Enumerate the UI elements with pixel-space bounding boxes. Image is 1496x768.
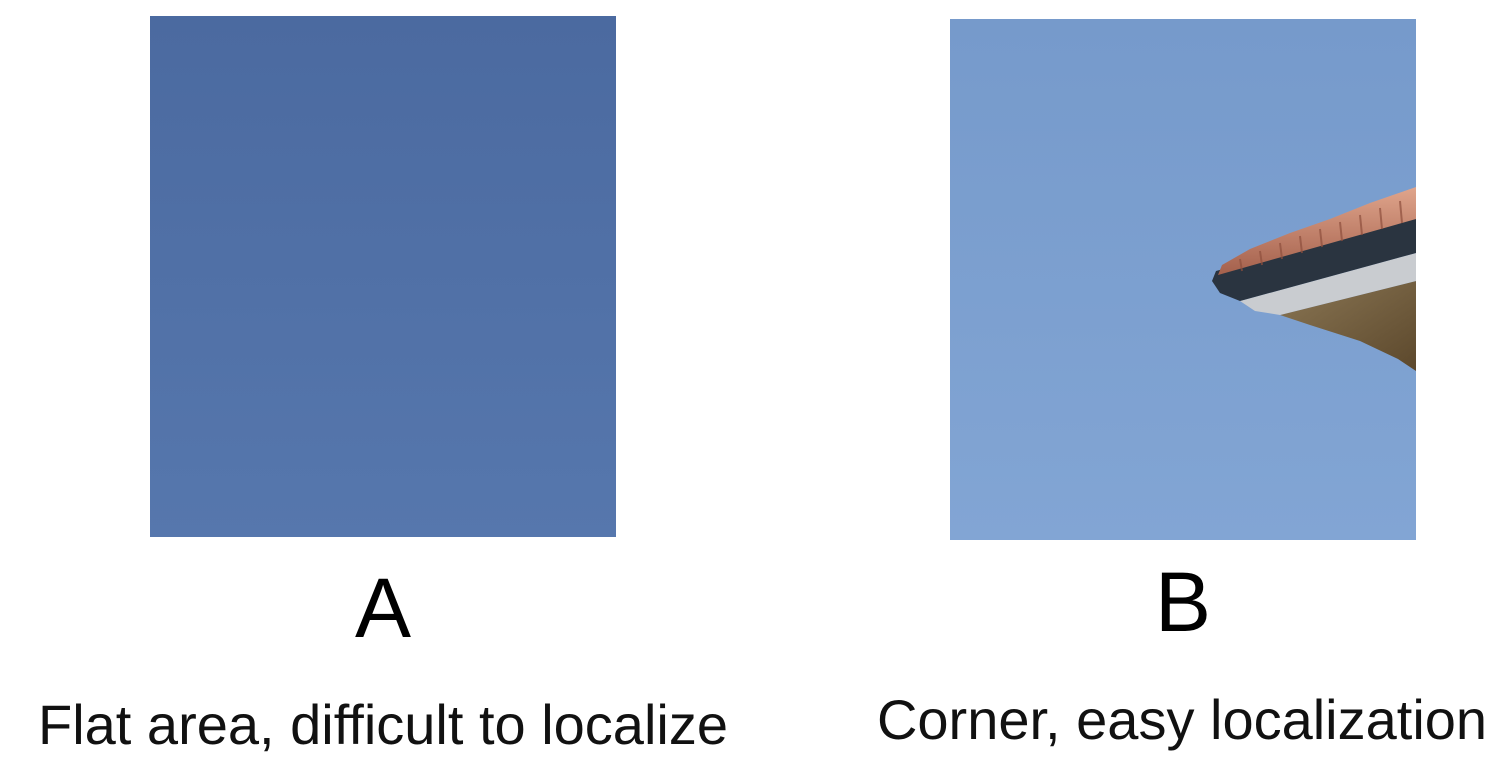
eave-underside xyxy=(1280,281,1416,371)
label-a: A xyxy=(354,561,412,655)
label-b: B xyxy=(1154,555,1212,649)
caption-a: Flat area, difficult to localize xyxy=(38,693,728,756)
flat-sky-region xyxy=(150,16,616,537)
patch-b-image xyxy=(950,19,1416,540)
roof-fascia xyxy=(1240,253,1416,315)
caption-b: Corner, easy localization xyxy=(876,688,1488,751)
roof-tiles xyxy=(1218,187,1416,275)
roof-tile-texture xyxy=(1239,200,1403,272)
patch-a-image xyxy=(150,16,616,537)
patch-a-flat-area xyxy=(150,16,616,537)
roof-edge xyxy=(1212,215,1416,301)
patch-b-corner xyxy=(950,19,1416,540)
